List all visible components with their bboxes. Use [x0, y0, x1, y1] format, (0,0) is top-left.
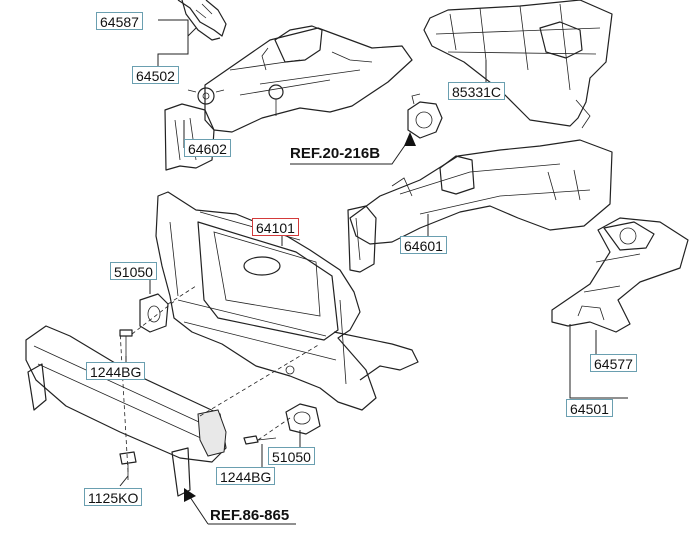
- engine-mount-ref: [407, 93, 443, 139]
- label-51050-right: 51050: [268, 447, 315, 465]
- leader-lines: [119, 19, 628, 487]
- label-64101: 64101: [252, 218, 299, 236]
- bumper-beam: [25, 325, 227, 497]
- ref-20-216b-arrow: [290, 132, 416, 165]
- ref-20-216b: REF.20-216B: [290, 145, 381, 162]
- bolt-1244bg-left: [119, 329, 133, 356]
- bracket-51050-left: [139, 293, 169, 333]
- assembly-dashed-lines: [119, 285, 321, 473]
- label-1125ko: 1125KO: [84, 488, 143, 506]
- ref-86-865: REF.86-865: [210, 507, 290, 524]
- label-1244bg-left: 1244BG: [86, 362, 146, 380]
- label-64601: 64601: [400, 236, 447, 254]
- label-64577: 64577: [590, 354, 637, 372]
- ref-86-865-arrow: [184, 488, 296, 525]
- bracket-51050-right: [285, 403, 321, 435]
- label-64602: 64602: [184, 139, 231, 157]
- bolt-1125ko: [119, 451, 137, 480]
- label-1244bg-right: 1244BG: [216, 467, 276, 485]
- label-51050-left: 51050: [110, 262, 157, 280]
- side-member-left-assembly: [164, 25, 413, 171]
- label-85331c: 85331C: [448, 82, 506, 100]
- side-member-right-64601: [347, 139, 613, 273]
- label-64501: 64501: [566, 399, 613, 417]
- label-64587: 64587: [96, 12, 143, 30]
- label-64502: 64502: [132, 66, 179, 84]
- bolt-1244bg-right: [243, 435, 277, 445]
- fender-apron-upper-left: [177, 0, 227, 41]
- side-panel-85331c: [423, 0, 613, 129]
- side-member-lower-right: [551, 217, 689, 333]
